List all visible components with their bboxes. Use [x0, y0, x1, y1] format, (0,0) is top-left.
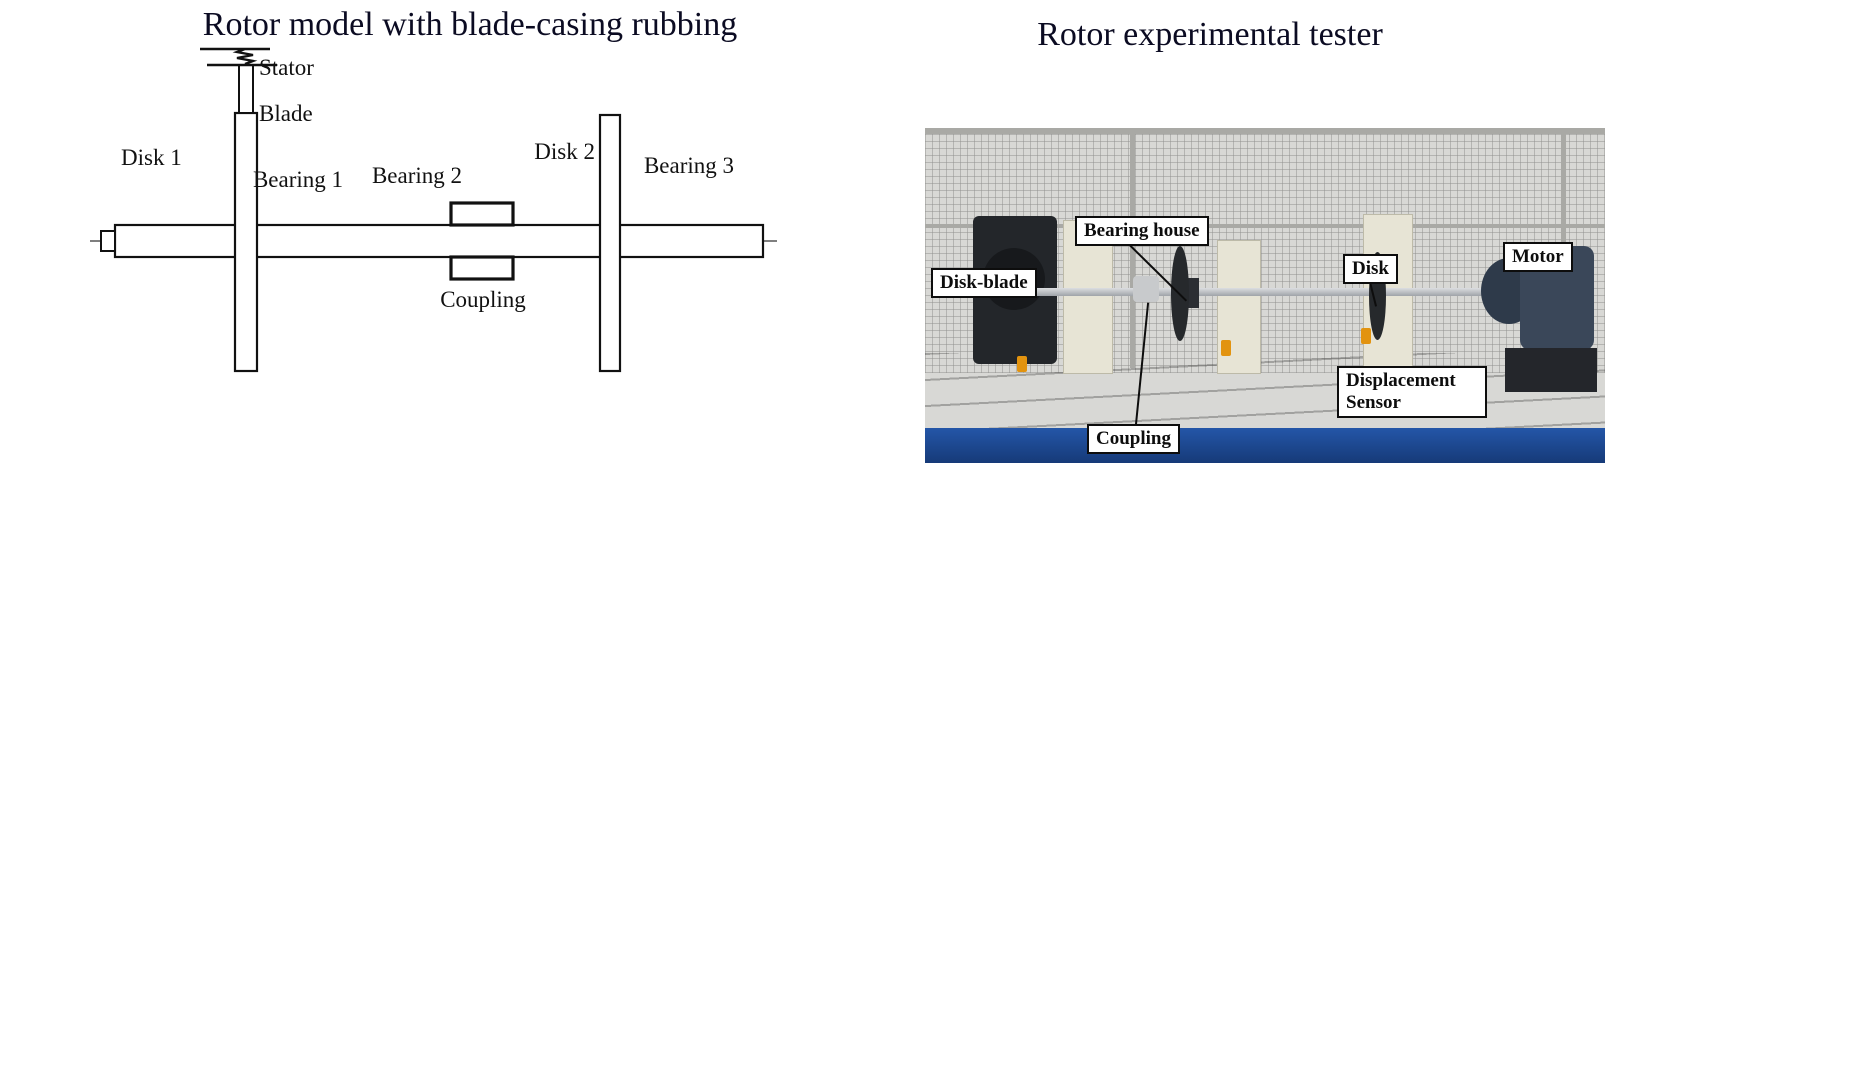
rotor-schematic: Stator Blade Disk 1 Bearing 1 Bearing 2 … — [90, 47, 780, 373]
coupling-photo — [1133, 276, 1159, 302]
photo-label-bearing-house: Bearing house — [1075, 216, 1209, 246]
photo-label-displacement-sensor: Displacement Sensor — [1337, 366, 1487, 418]
coupling-shape-bottom — [449, 255, 515, 281]
sensor-probe-2 — [1221, 340, 1231, 356]
photo-label-motor: Motor — [1503, 242, 1573, 272]
page-title-model: Rotor model with blade-casing rubbing — [202, 6, 738, 43]
test-table — [925, 353, 1605, 433]
photo-label-disk: Disk — [1343, 254, 1398, 284]
label-bearing2: Bearing 2 — [372, 163, 462, 188]
table-base — [925, 428, 1605, 463]
label-disk2: Disk 2 — [534, 139, 595, 164]
page-title-tester: Rotor experimental tester — [1037, 16, 1383, 53]
experimental-tester-photo: Disk-blade Bearing house Disk Motor Disp… — [925, 128, 1605, 463]
cage-frame-top — [925, 128, 1605, 134]
sensor-probe-1 — [1017, 356, 1027, 372]
photo-label-disk-blade: Disk-blade — [931, 268, 1037, 298]
label-stator: Stator — [259, 55, 314, 80]
disk-photo-1 — [1171, 246, 1189, 341]
label-bearing3: Bearing 3 — [644, 153, 734, 178]
motor-base — [1505, 348, 1597, 392]
coupling-shape-top — [449, 201, 515, 227]
label-disk1: Disk 1 — [121, 145, 182, 170]
label-blade: Blade — [259, 101, 313, 126]
disk2-shape — [598, 113, 622, 373]
shaft-left-cap — [100, 230, 116, 252]
rotor-shaft-photo — [1025, 288, 1505, 296]
label-bearing1: Bearing 1 — [253, 167, 343, 192]
sensor-probe-3 — [1361, 328, 1371, 344]
support-stand-2 — [1217, 240, 1261, 374]
shaft — [113, 223, 765, 259]
cage-frame-post1 — [1130, 128, 1135, 368]
photo-label-coupling: Coupling — [1087, 424, 1180, 454]
label-coupling: Coupling — [440, 287, 526, 312]
cage-frame-rail — [925, 224, 1605, 228]
stator-spring — [200, 47, 277, 67]
